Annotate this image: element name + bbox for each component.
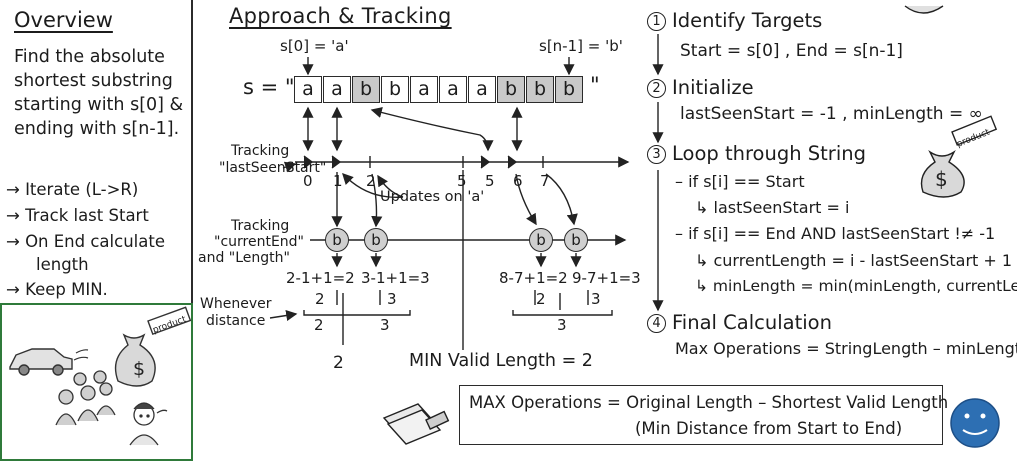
end-circle-9: b — [564, 228, 588, 252]
step-1-line-1: Start = s[0] , End = s[n-1] — [680, 41, 903, 61]
step-3-line-3: – if s[i] == End AND lastSeenStart !≠ -1 — [675, 224, 996, 243]
step-4-number: 4 — [647, 314, 666, 333]
tick-1: 1 — [333, 172, 343, 190]
max-operations-line-1: MAX Operations = Original Length – Short… — [469, 393, 949, 412]
string-char-5: a — [439, 76, 467, 103]
string-char-1: a — [323, 76, 351, 103]
overview-bullet-keep-min: → Keep MIN. — [6, 280, 108, 299]
person-icon — [129, 402, 168, 446]
step3-bag-dollar: $ — [935, 167, 948, 191]
overview-bullet-length: length — [36, 255, 89, 274]
tick-7: 7 — [540, 172, 550, 190]
people-car-sketch: $ product — [9, 306, 192, 446]
min-valid-length: MIN Valid Length = 2 — [409, 351, 593, 371]
end-circle-3: b — [364, 228, 388, 252]
calc-length-2: 3-1+1=3 — [361, 269, 430, 287]
string-char-8: b — [526, 76, 554, 103]
overview-title: Overview — [14, 8, 113, 32]
dist-lower-3b: 3 — [557, 316, 567, 334]
crowd-icon — [55, 370, 116, 426]
step-4-line-1: Max Operations = StringLength – minLengt… — [675, 339, 1017, 358]
string-char-7: b — [497, 76, 525, 103]
string-char-4: a — [410, 76, 438, 103]
illustration-panel: $ product — [0, 303, 193, 461]
calc-length-1: 2-1+1=2 — [286, 269, 355, 287]
max-operations-line-2: (Min Distance from Start to End) — [635, 419, 903, 438]
string-char-6: a — [468, 76, 496, 103]
overview-bullet-iterate: → Iterate (L->R) — [6, 180, 139, 199]
s-equals-label: s = " — [243, 75, 295, 99]
sn-label: s[n-1] = 'b' — [539, 37, 623, 55]
overview-bullet-track: → Track last Start — [6, 206, 149, 225]
string-char-9: b — [555, 76, 583, 103]
final-distance-2: 2 — [333, 353, 344, 373]
step-2-number: 2 — [647, 79, 666, 98]
money-bag-icon: $ product — [114, 306, 192, 387]
tick-0: 0 — [303, 172, 313, 190]
overview-bullet-on-end: → On End calculate — [6, 232, 165, 251]
step-1-number: 1 — [647, 12, 666, 31]
overview-description: Find the absolute shortest substring sta… — [14, 47, 184, 139]
dist-upper-2a: 2 — [315, 290, 325, 308]
end-circle-2: b — [325, 228, 349, 252]
max-operations-box — [459, 385, 943, 445]
s-close-quote: " — [590, 73, 600, 97]
step-3-line-1: – if s[i] == Start — [675, 172, 805, 191]
svg-text:$: $ — [133, 358, 145, 380]
whenever-label-1: Whenever — [200, 296, 272, 312]
calc-length-3: 8-7+1=2 — [499, 269, 568, 287]
s0-label: s[0] = 'a' — [280, 37, 349, 55]
step-3-line-4: ↳ currentLength = i - lastSeenStart + 1 — [695, 251, 1013, 270]
tick-5a: 5 — [457, 172, 467, 190]
dist-lower-3a: 3 — [380, 316, 390, 334]
step-3-number: 3 — [647, 145, 666, 164]
updates-label: Updates on 'a' — [380, 189, 485, 205]
step-3-line-2: ↳ lastSeenStart = i — [695, 198, 850, 217]
whenever-label-2: distance — [206, 313, 266, 329]
tick-2: 2 — [366, 172, 376, 190]
approach-title: Approach & Tracking — [229, 4, 452, 28]
tracking-end-label-3: and "Length" — [198, 250, 290, 266]
tracking-start-label-2: "lastSeenStart" — [219, 160, 327, 176]
calc-length-4: 9-7+1=3 — [572, 269, 641, 287]
tick-6: 6 — [513, 172, 523, 190]
tracking-start-label-1: Tracking — [231, 143, 290, 159]
car-icon — [9, 348, 73, 376]
dist-upper-3b: 3 — [591, 290, 601, 308]
string-char-0: a — [294, 76, 322, 103]
step-2-line-1: lastSeenStart = -1 , minLength = ∞ — [680, 104, 983, 124]
tracking-end-label-2: "currentEnd" — [214, 234, 304, 250]
tracking-end-label-1: Tracking — [231, 218, 290, 234]
end-circle-8: b — [529, 228, 553, 252]
smiley-icon — [950, 398, 1000, 448]
step-3-line-5: ↳ minLength = min(minLength, currentLeng… — [695, 277, 1017, 295]
dist-upper-3a: 3 — [387, 290, 397, 308]
string-char-3: b — [381, 76, 409, 103]
dist-lower-2: 2 — [314, 316, 324, 334]
string-char-2: b — [352, 76, 380, 103]
dist-upper-2b: 2 — [536, 290, 546, 308]
tick-5b: 5 — [485, 172, 495, 190]
overview-panel — [0, 0, 193, 303]
